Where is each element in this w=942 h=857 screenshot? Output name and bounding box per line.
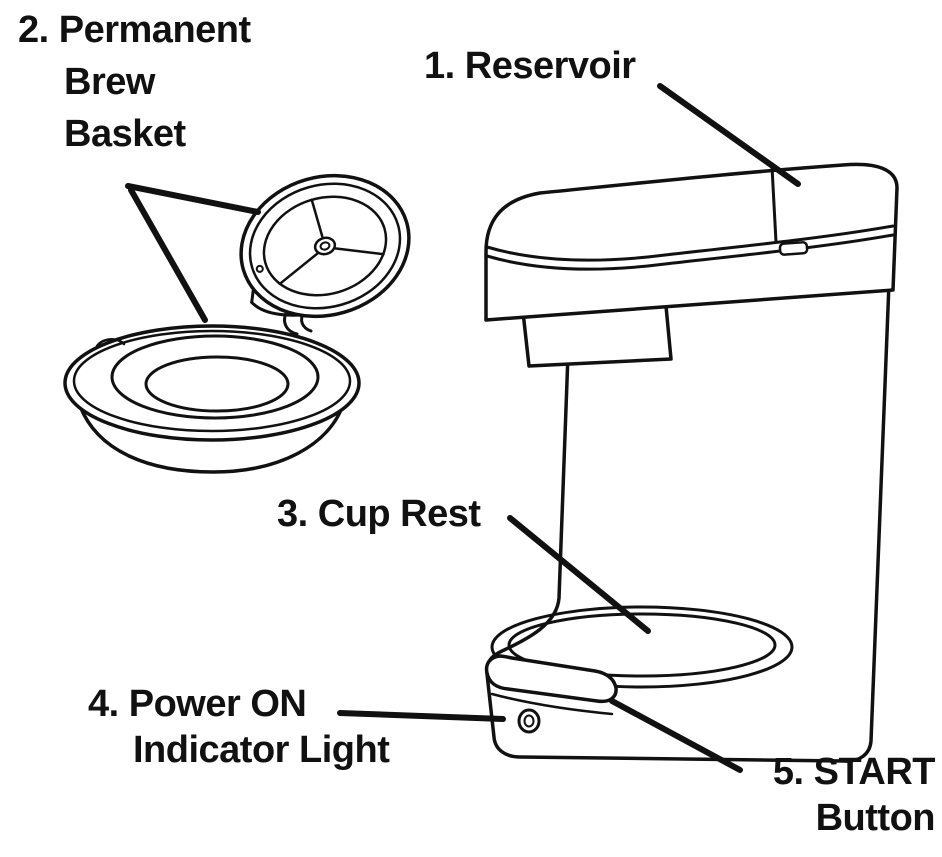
basket-holder-block	[521, 304, 673, 368]
power-indicator-light	[517, 708, 541, 734]
label-reservoir: 1. Reservoir	[424, 45, 636, 87]
label-cup-rest: 3. Cup Rest	[277, 493, 481, 535]
coffee-maker-illustration	[484, 162, 899, 763]
leader-line-brew-basket-bowl	[128, 187, 208, 323]
filter-spoke-top	[310, 198, 324, 238]
lid-rim-line-lower	[485, 233, 895, 271]
label-power-light-line1: 4. Power ON	[88, 683, 307, 725]
basket-bowl-bottom	[144, 355, 290, 413]
leader-line-start-button	[609, 698, 743, 773]
label-brew-basket-line3: Basket	[64, 113, 186, 155]
lid-seam-line	[770, 165, 778, 244]
reservoir-head-outline	[484, 162, 899, 322]
leader-line-power-light	[337, 710, 506, 722]
cup-rest-outer-ring	[490, 605, 794, 689]
cup-rest-inner-ring	[507, 612, 777, 678]
start-button-ledge-line	[490, 692, 614, 716]
filter-hub	[313, 236, 337, 256]
leader-line-cup-rest	[507, 515, 651, 634]
lid-latch-tab	[778, 241, 809, 256]
leader-lines	[125, 83, 801, 773]
label-start-button-line1: 5. START	[772, 751, 936, 793]
basket-bowl-rim-inner-line	[72, 329, 352, 433]
label-start-button-line2: Button	[815, 797, 936, 839]
filter-spoke-left	[278, 252, 319, 286]
filter-spoke-right	[333, 247, 385, 256]
brew-basket-illustration	[63, 173, 411, 474]
leader-line-reservoir	[657, 83, 801, 187]
leader-line-brew-basket-lid	[125, 183, 261, 215]
basket-spout-notch	[95, 338, 126, 348]
label-power-light-line2: Indicator Light	[133, 729, 390, 771]
basket-bowl-body	[78, 400, 346, 474]
label-brew-basket-line1: 2. Permanent	[18, 9, 251, 51]
lid-rim-line-upper	[485, 224, 895, 262]
power-indicator-light-inner	[523, 714, 535, 728]
filter-rim-inner-line	[248, 182, 402, 310]
filter-hub-dot	[319, 241, 331, 251]
label-brew-basket-line2: Brew	[64, 61, 155, 103]
filter-rim-hole	[255, 264, 264, 273]
basket-filter-lid	[239, 173, 411, 319]
basket-bowl-opening	[110, 334, 320, 420]
